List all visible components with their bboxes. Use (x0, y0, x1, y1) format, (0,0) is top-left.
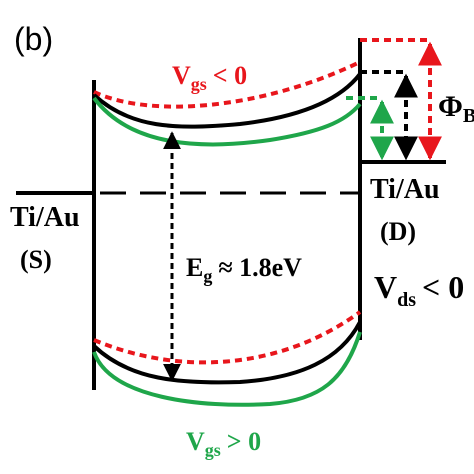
valence-band-black (92, 321, 362, 385)
source-material-label: Ti/Au (10, 202, 80, 233)
drain-material-label: Ti/Au (370, 174, 440, 205)
source-terminal-label: (S) (20, 245, 52, 274)
gate-positive-label: Vgs> 0 (186, 427, 261, 460)
valence-band-green (92, 331, 362, 407)
conduction-band-green (92, 96, 362, 147)
barrier-height-label: ΦB (438, 90, 474, 127)
conduction-band-red (93, 60, 361, 109)
gate-negative-label: Vgs< 0 (172, 61, 247, 94)
bandgap-label: Eg≈ 1.8eV (186, 253, 302, 286)
drain-bias-label: Vds< 0 (374, 269, 464, 311)
conduction-band-black (92, 72, 362, 129)
drain-terminal-label: (D) (380, 217, 416, 246)
valence-band-red (93, 310, 362, 365)
panel-label: (b) (14, 21, 53, 57)
